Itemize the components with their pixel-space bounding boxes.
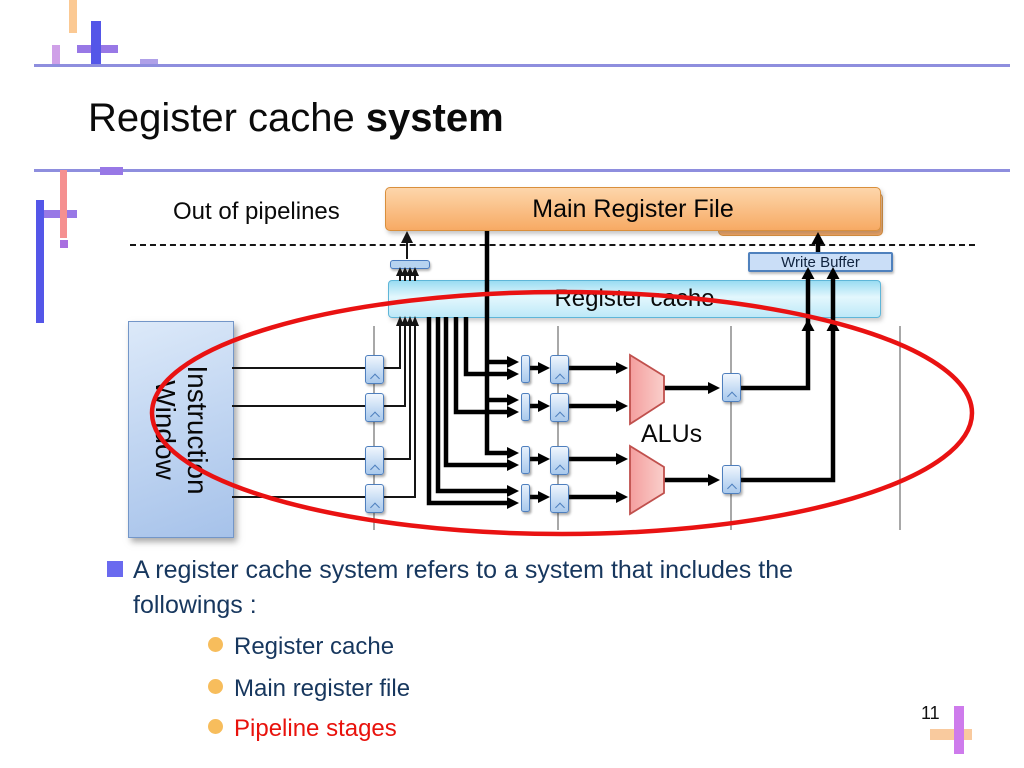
lead-bullet-text: A register cache system refers to a syst… — [133, 556, 794, 619]
write-buffer-label: Write Buffer — [781, 253, 860, 271]
clock-wedge-icon — [369, 502, 380, 513]
pipeline-register — [722, 373, 741, 402]
clock-wedge-icon — [726, 483, 737, 494]
pipeline-register — [365, 446, 384, 475]
pipeline-register — [550, 484, 569, 513]
pipeline-register — [550, 446, 569, 475]
bullet-square-icon — [107, 561, 123, 577]
instruction-window-label: Instruction Window — [150, 364, 213, 495]
out-of-pipelines-label: Out of pipelines — [173, 198, 340, 225]
deco-blue-bar-top — [91, 21, 101, 67]
under-title-rule — [34, 169, 1010, 172]
clock-wedge-icon — [554, 502, 565, 513]
clock-wedge-icon — [369, 373, 380, 384]
main-register-file-label: Main Register File — [532, 194, 734, 223]
bullet-circle-icon — [208, 719, 223, 734]
sub-bullet-main-register-file: Main register file — [208, 676, 410, 702]
main-register-file-box: Main Register File — [385, 187, 881, 231]
alu-lower — [629, 444, 665, 516]
clock-wedge-icon — [554, 411, 565, 422]
clock-wedge-icon — [369, 464, 380, 475]
bullet-circle-icon — [208, 637, 223, 652]
stage-lines — [373, 326, 901, 530]
deco-purple-chip-left — [60, 240, 68, 248]
read-latch — [521, 484, 530, 512]
sub-bullet-pipeline-stages: Pipeline stages — [208, 716, 397, 742]
deco-orange-hbar-bottom — [930, 729, 972, 740]
clock-wedge-icon — [726, 391, 737, 402]
read-latch — [521, 355, 530, 383]
deco-lavender-chip-top — [140, 59, 158, 66]
thin-wires — [232, 242, 416, 498]
deco-orange-bar-top — [69, 0, 77, 33]
pipeline-register — [550, 355, 569, 384]
alu-upper — [629, 353, 665, 426]
title-bold: system — [365, 96, 504, 140]
deco-violet-bar-bottom — [954, 706, 964, 754]
sub-bullet-register-cache: Register cache — [208, 634, 394, 660]
read-latch — [521, 446, 530, 474]
pipeline-boundary-dashed-line — [130, 244, 975, 246]
deco-violet-bar-top — [52, 45, 60, 65]
pipeline-register — [365, 355, 384, 384]
deco-purple-hbar-left — [36, 210, 77, 218]
read-port-latch-bar — [390, 260, 430, 269]
register-cache-box: Register cache — [388, 280, 881, 318]
title-regular: Register cache — [88, 96, 355, 140]
clock-wedge-icon — [369, 411, 380, 422]
register-cache-label: Register cache — [554, 285, 715, 312]
pipeline-register — [365, 393, 384, 422]
deco-purple-chip-rule — [100, 167, 123, 175]
page-number: 11 — [921, 703, 940, 723]
deco-blue-bar-left — [36, 200, 44, 323]
top-rule — [34, 64, 1010, 67]
write-buffer-box: Write Buffer — [748, 252, 893, 272]
pipeline-register — [550, 393, 569, 422]
read-latch — [521, 393, 530, 421]
clock-wedge-icon — [554, 373, 565, 384]
instruction-window-box: Instruction Window — [128, 321, 234, 538]
clock-wedge-icon — [554, 464, 565, 475]
alus-label: ALUs — [641, 420, 703, 448]
pipeline-register — [365, 484, 384, 513]
bullet-circle-icon — [208, 679, 223, 694]
deco-pink-bar-left — [60, 170, 67, 238]
pipeline-register — [722, 465, 741, 494]
